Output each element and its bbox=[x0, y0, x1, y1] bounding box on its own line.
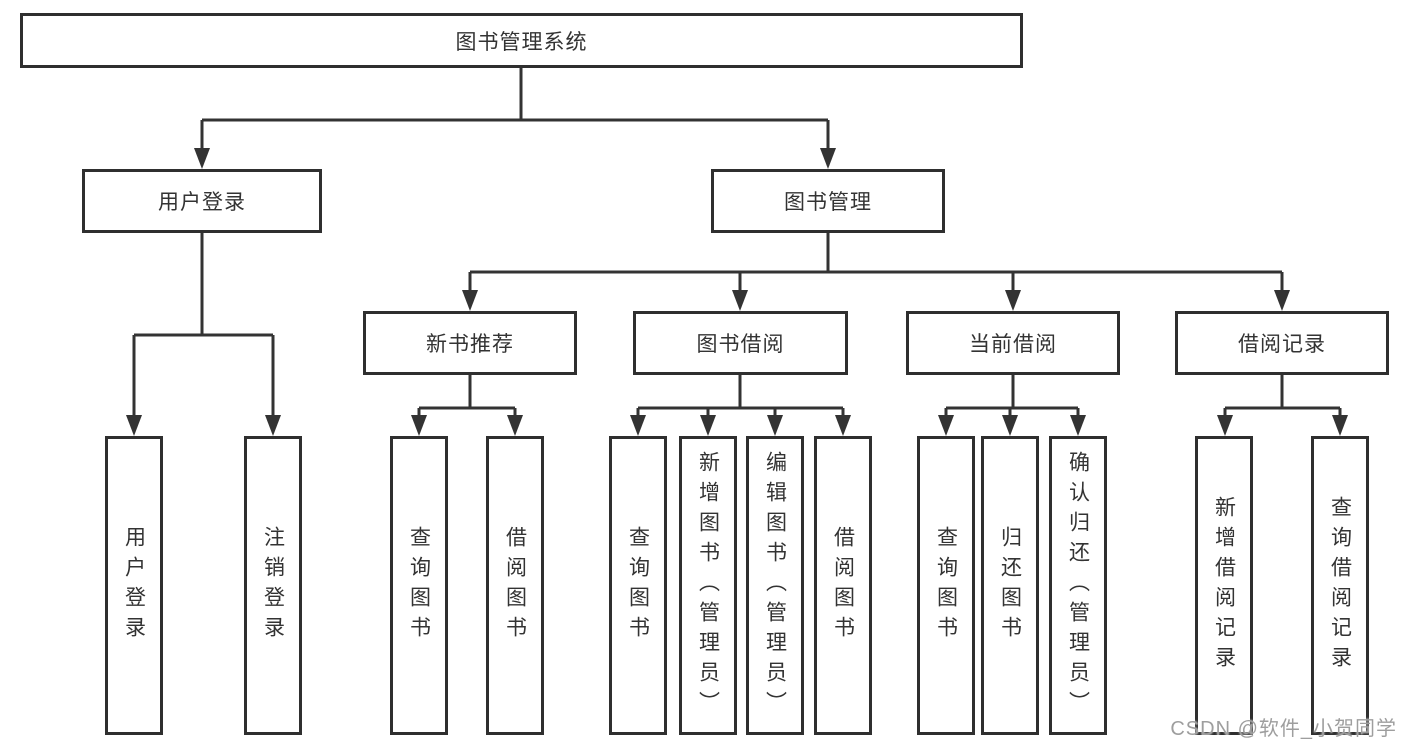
leaf-query-books-borrow-label: 查询图书 bbox=[626, 525, 650, 646]
leaf-add-book-admin: 新增图书（管理员） bbox=[679, 436, 737, 735]
leaf-edit-book-admin: 编辑图书（管理员） bbox=[746, 436, 804, 735]
node-new-book-recommend: 新书推荐 bbox=[363, 311, 577, 375]
leaf-borrow-books-newrec: 借阅图书 bbox=[486, 436, 544, 735]
leaf-query-books-current: 查询图书 bbox=[917, 436, 975, 735]
leaf-user-login-label: 用户登录 bbox=[122, 525, 146, 646]
leaf-logout: 注销登录 bbox=[244, 436, 302, 735]
leaf-return-books-label: 归还图书 bbox=[998, 525, 1022, 646]
leaf-borrow-books-newrec-label: 借阅图书 bbox=[503, 525, 527, 646]
node-user-login: 用户登录 bbox=[82, 169, 322, 233]
node-book-borrow-label: 图书借阅 bbox=[696, 333, 785, 356]
leaf-borrow-books-borrow-label: 借阅图书 bbox=[831, 525, 855, 646]
leaf-query-books-newrec-label: 查询图书 bbox=[407, 525, 431, 646]
leaf-query-books-current-label: 查询图书 bbox=[934, 525, 958, 646]
leaf-query-books-borrow: 查询图书 bbox=[609, 436, 667, 735]
leaf-query-books-newrec: 查询图书 bbox=[390, 436, 448, 735]
node-book-management-label: 图书管理 bbox=[784, 191, 872, 214]
node-user-login-label: 用户登录 bbox=[158, 191, 246, 214]
leaf-return-books: 归还图书 bbox=[981, 436, 1039, 735]
csdn-watermark: CSDN @软件_小贺同学 bbox=[1170, 718, 1397, 740]
leaf-add-book-admin-label: 新增图书（管理员） bbox=[696, 450, 720, 721]
leaf-confirm-return-admin: 确认归还（管理员） bbox=[1049, 436, 1107, 735]
leaf-confirm-return-admin-label: 确认归还（管理员） bbox=[1066, 450, 1090, 721]
arrowheads bbox=[126, 148, 1348, 436]
leaf-add-borrow-record-label: 新增借阅记录 bbox=[1212, 495, 1236, 676]
leaf-add-borrow-record: 新增借阅记录 bbox=[1195, 436, 1253, 735]
node-borrow-records: 借阅记录 bbox=[1175, 311, 1389, 375]
leaf-edit-book-admin-label: 编辑图书（管理员） bbox=[763, 450, 787, 721]
leaf-user-login: 用户登录 bbox=[105, 436, 163, 735]
node-current-borrow-label: 当前借阅 bbox=[969, 333, 1057, 356]
node-current-borrow: 当前借阅 bbox=[906, 311, 1120, 375]
node-root-system: 图书管理系统 bbox=[20, 13, 1023, 68]
leaf-query-borrow-record-label: 查询借阅记录 bbox=[1328, 495, 1352, 676]
node-root-label: 图书管理系统 bbox=[455, 30, 588, 54]
node-new-book-recommend-label: 新书推荐 bbox=[426, 333, 514, 356]
node-borrow-records-label: 借阅记录 bbox=[1238, 333, 1326, 356]
leaf-borrow-books-borrow: 借阅图书 bbox=[814, 436, 872, 735]
leaf-query-borrow-record: 查询借阅记录 bbox=[1311, 436, 1369, 735]
node-book-borrow: 图书借阅 bbox=[633, 311, 848, 375]
leaf-logout-label: 注销登录 bbox=[261, 525, 285, 646]
node-book-management: 图书管理 bbox=[711, 169, 945, 233]
